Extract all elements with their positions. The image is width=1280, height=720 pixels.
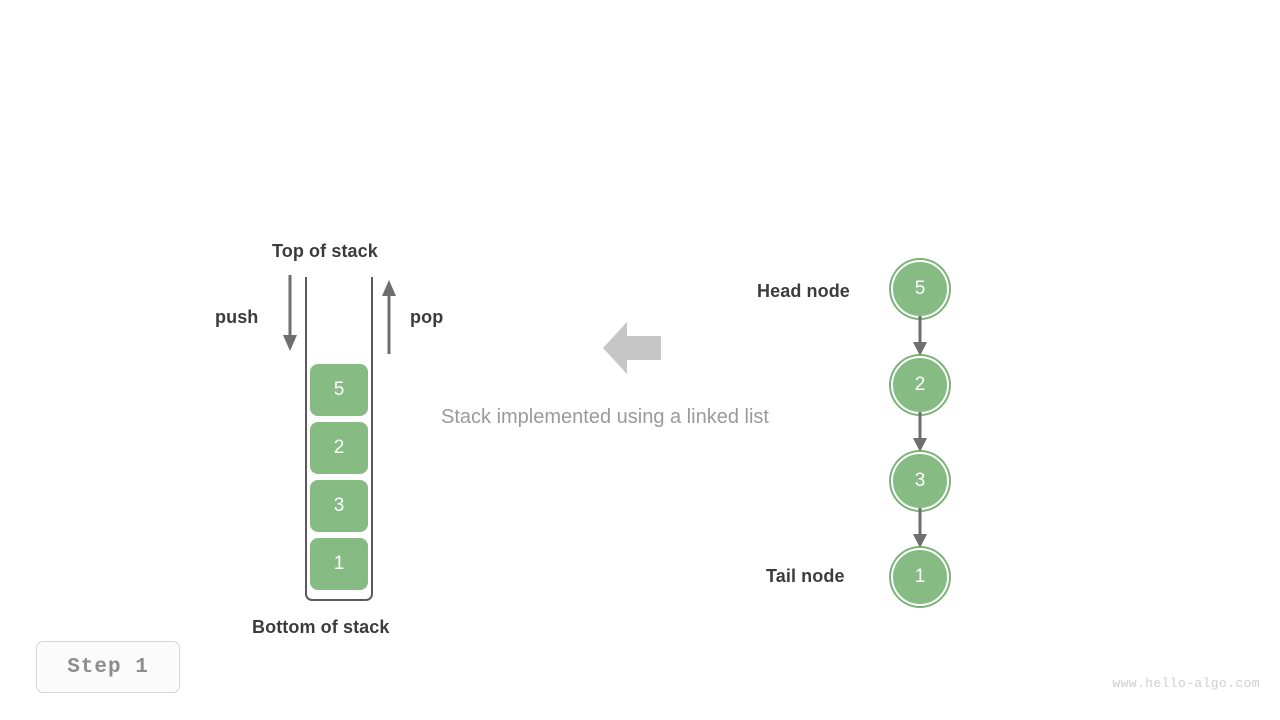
linked-list-node: 3 xyxy=(891,452,949,510)
head-node-label: Head node xyxy=(757,281,850,301)
push-arrow-icon xyxy=(283,275,297,351)
pop-arrow-icon xyxy=(382,280,396,354)
node-link-arrow-icon xyxy=(913,316,927,356)
top-of-stack-label: Top of stack xyxy=(272,241,378,261)
bottom-of-stack-label: Bottom of stack xyxy=(252,617,390,637)
tail-node-label: Tail node xyxy=(766,566,845,586)
node-link-arrow-icon xyxy=(913,412,927,452)
step-badge: Step 1 xyxy=(36,641,180,693)
stack-block: 1 xyxy=(310,538,368,590)
stack-block: 2 xyxy=(310,422,368,474)
stack-block: 5 xyxy=(310,364,368,416)
stack-container xyxy=(305,277,373,601)
diagram-caption: Stack implemented using a linked list xyxy=(441,406,769,428)
linked-list-node: 2 xyxy=(891,356,949,414)
linked-list-node: 5 xyxy=(891,260,949,318)
left-arrow-icon xyxy=(603,322,661,374)
linked-list-node: 1 xyxy=(891,548,949,606)
stack-block: 3 xyxy=(310,480,368,532)
watermark: www.hello-algo.com xyxy=(1112,676,1260,691)
node-link-arrow-icon xyxy=(913,508,927,548)
pop-label: pop xyxy=(410,307,444,327)
push-label: push xyxy=(215,307,259,327)
stack-block-list: 5 2 3 1 xyxy=(310,364,368,590)
